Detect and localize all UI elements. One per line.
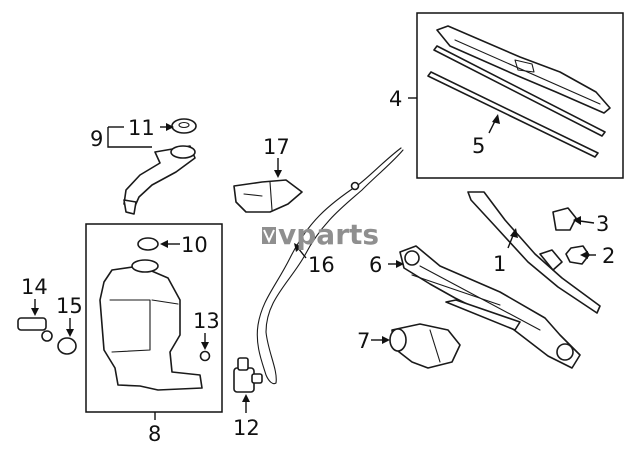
wiper-blade-refill [427, 45, 606, 158]
callout-16: 16 [308, 253, 335, 277]
wiper-arm [467, 191, 601, 314]
callout-5: 5 [472, 134, 485, 158]
callout-2: 2 [602, 244, 615, 268]
watermark-logo-mark [263, 229, 275, 244]
callout-10: 10 [181, 233, 208, 257]
callout-11: 11 [128, 116, 155, 140]
level-sensor [17, 317, 53, 342]
callout-9: 9 [90, 127, 103, 151]
wiper-blade-assembly [436, 25, 611, 114]
jar-grommet [137, 237, 159, 251]
washer-nozzle [233, 179, 303, 213]
callout-3: 3 [596, 212, 609, 236]
pump-grommet [57, 337, 77, 355]
callout-13: 13 [193, 309, 220, 333]
callout-6: 6 [369, 253, 382, 277]
pivot-cap [552, 207, 577, 231]
watermark: vparts [262, 218, 379, 251]
callout-4: 4 [389, 87, 402, 111]
leader-lines [31, 97, 596, 420]
inlet-cap [171, 118, 197, 134]
arm-nut [565, 245, 590, 265]
callout-14: 14 [21, 275, 48, 299]
tank-group-box [85, 223, 223, 413]
callout-8: 8 [148, 422, 161, 446]
tank-clip [199, 350, 211, 362]
blade-group-box [416, 12, 624, 179]
wiper-linkage [399, 245, 581, 369]
watermark-brand: vparts [278, 218, 379, 251]
callout-1: 1 [493, 252, 506, 276]
callout-17: 17 [263, 135, 290, 159]
wiper-motor [389, 323, 461, 369]
washer-jar [99, 259, 203, 391]
callout-12: 12 [233, 416, 260, 440]
washer-inlet-pipe [123, 145, 196, 215]
callout-15: 15 [56, 294, 83, 318]
washer-pump [233, 357, 263, 393]
hose-clip [350, 181, 360, 191]
callout-7: 7 [357, 329, 370, 353]
